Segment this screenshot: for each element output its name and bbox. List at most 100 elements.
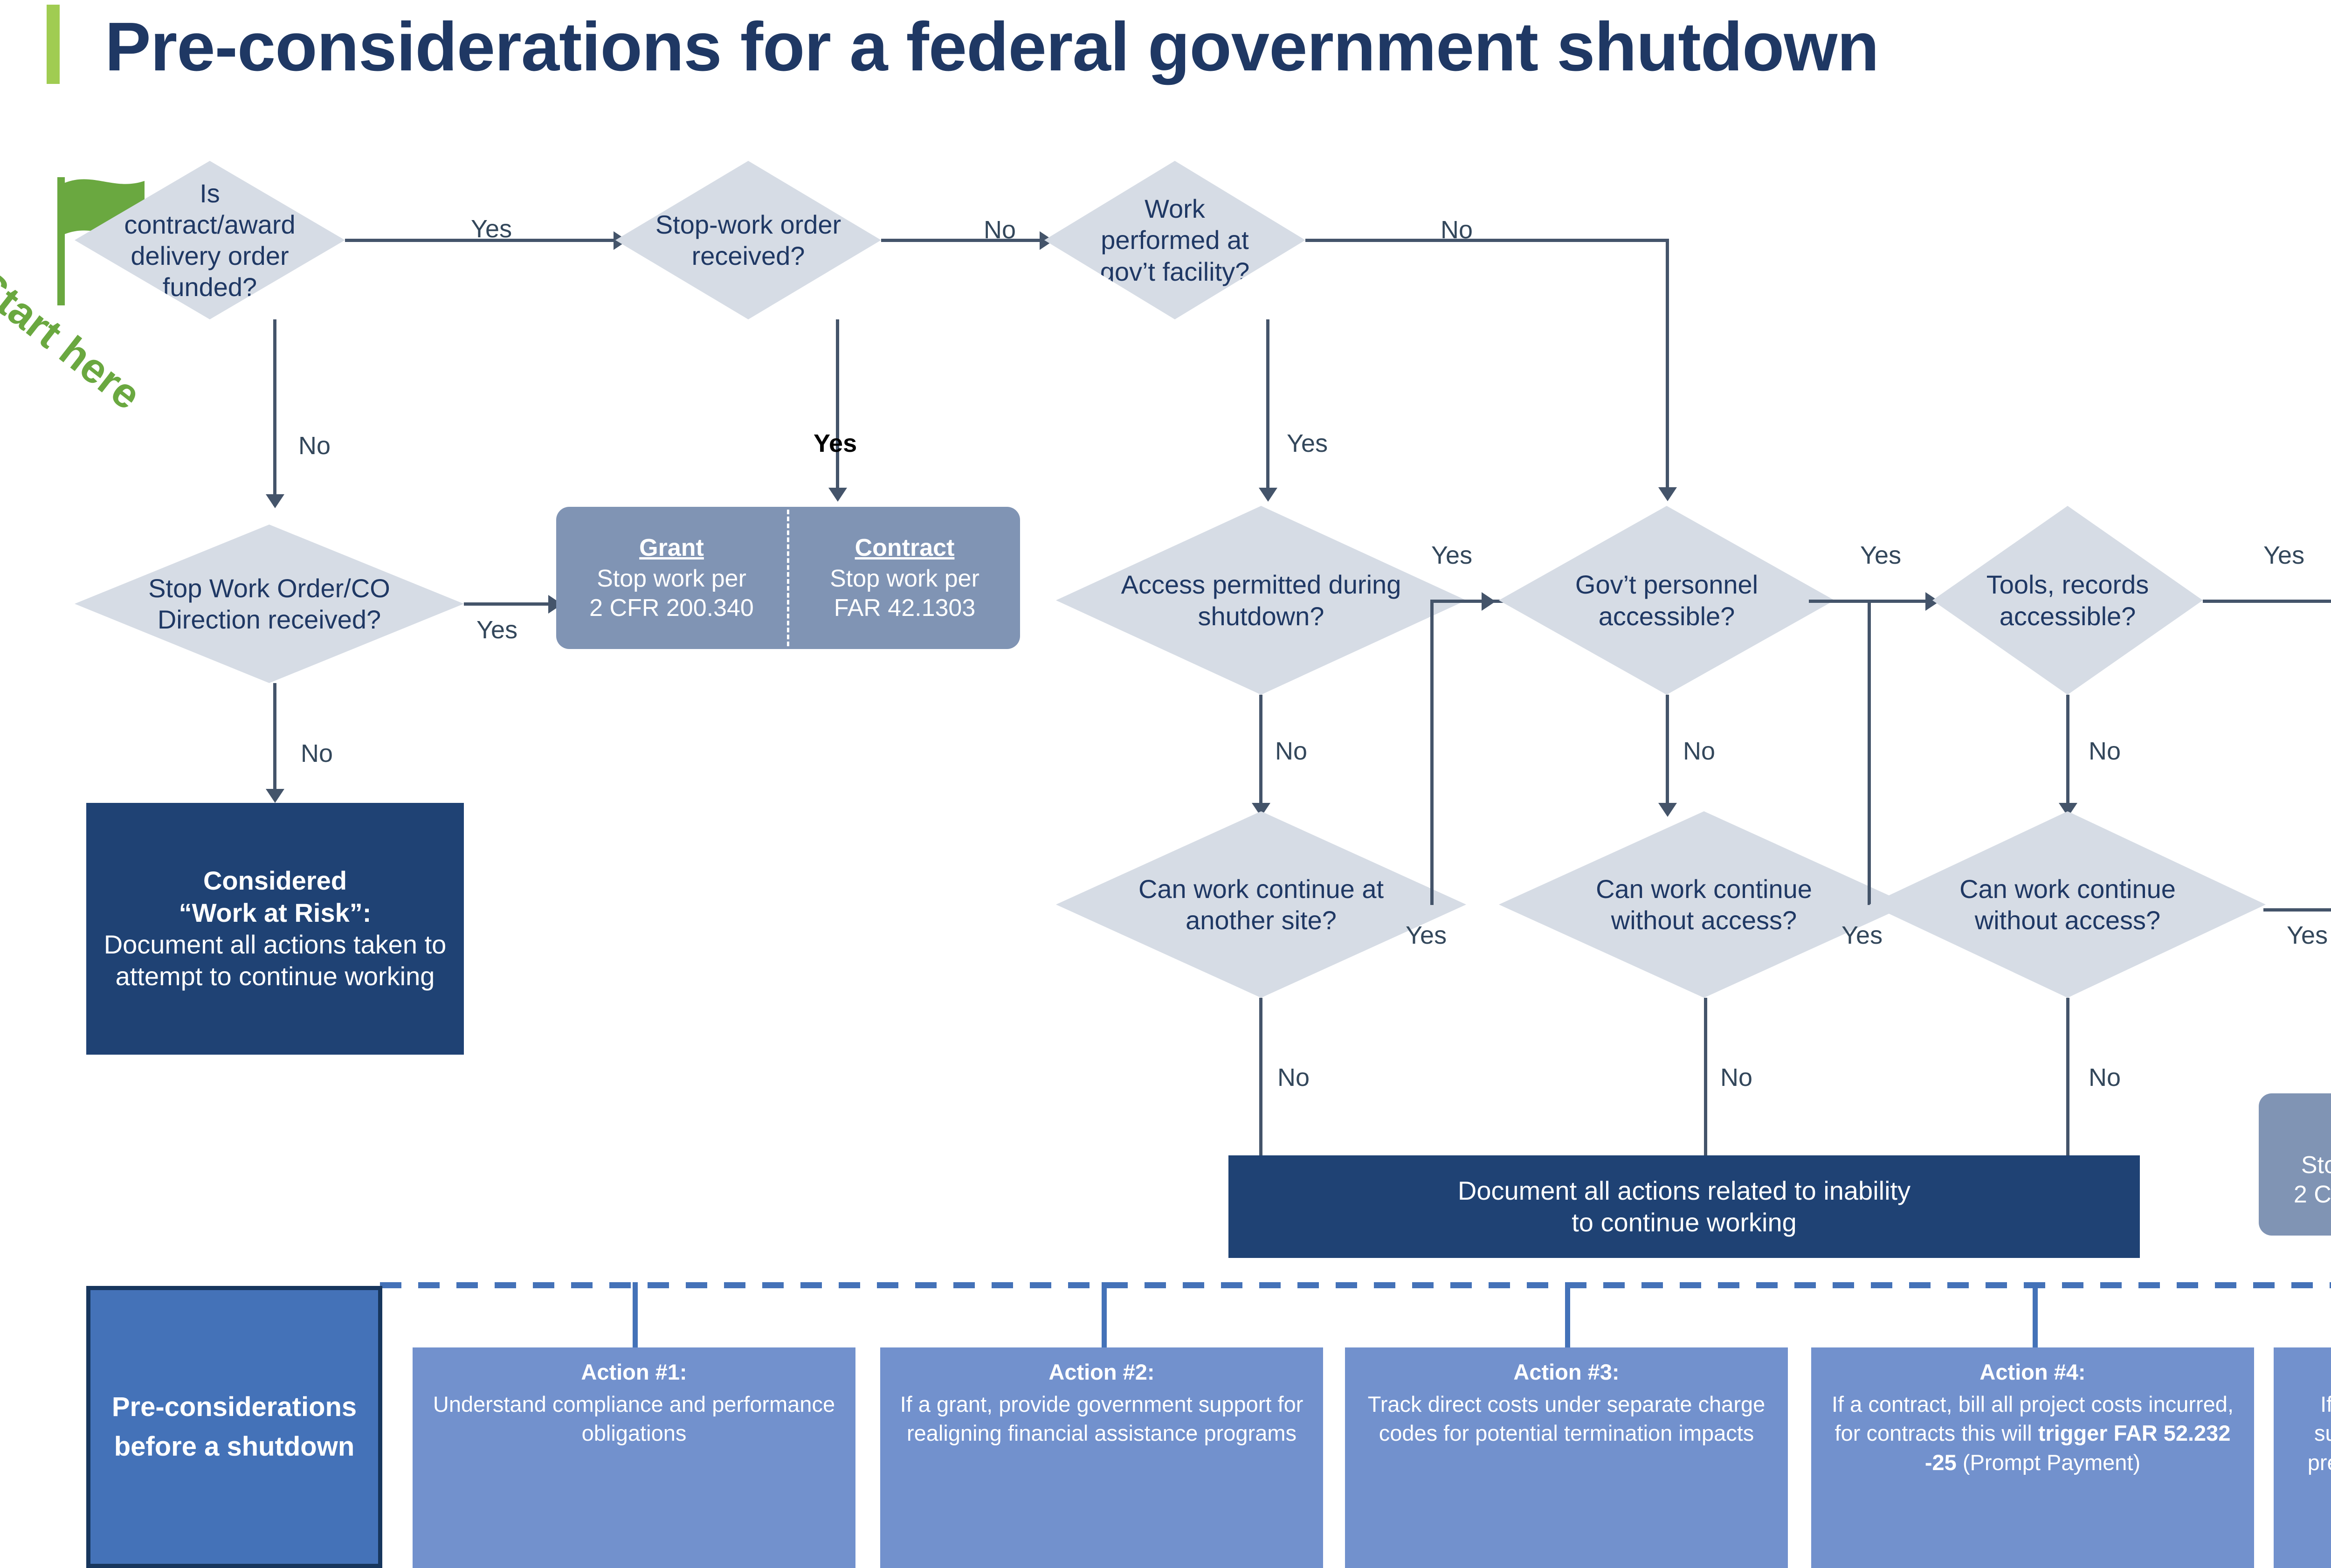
arrowhead-down bbox=[266, 494, 284, 508]
page-title: Pre-considerations for a federal governm… bbox=[105, 8, 1879, 85]
edge-label-no: No bbox=[301, 739, 333, 767]
edge-label-yes: Yes bbox=[476, 616, 518, 644]
arrowhead-down bbox=[1259, 488, 1277, 502]
decision-label: Access permitted during shutdown? bbox=[1121, 570, 1401, 631]
edge-d3-no bbox=[881, 239, 1042, 242]
contract-heading: Contract bbox=[855, 534, 955, 561]
decision-label: Can work continue at another site? bbox=[1138, 874, 1384, 935]
action-heading: Action #4: bbox=[1979, 1360, 2086, 1384]
arrowhead-down bbox=[266, 789, 284, 803]
action-body: Track direct costs under separate charge… bbox=[1367, 1391, 1765, 1446]
grant-contract-box-lower: Grant Stop work per 2 CFR 200.340 Contra… bbox=[2259, 1093, 2331, 1236]
decision-label: Gov’t personnel accessible? bbox=[1575, 570, 1759, 631]
action-box-5: Action #5: If a contract, refer to FAR 4… bbox=[2274, 1347, 2331, 1568]
decision-label: Can work continue without access? bbox=[1959, 874, 2176, 935]
action-heading: Action #3: bbox=[1513, 1360, 1620, 1384]
terminal-document-all-actions: Document all actions related to inabilit… bbox=[1228, 1155, 2140, 1258]
edge-d9-yes-v bbox=[1868, 600, 1871, 905]
edge-label-yes: Yes bbox=[814, 429, 857, 457]
action-box-4: Action #4: If a contract, bill all proje… bbox=[1811, 1347, 2254, 1568]
edge-label-yes: Yes bbox=[2263, 541, 2305, 569]
edge-label-no: No bbox=[1720, 1064, 1753, 1091]
action-body: Understand compliance and performance ob… bbox=[433, 1391, 835, 1446]
document-all-line1: Document all actions related to inabilit… bbox=[1457, 1175, 1911, 1205]
edge-d8-no bbox=[1259, 998, 1262, 1166]
edge-label-no: No bbox=[1277, 1064, 1310, 1091]
dashed-stub-1 bbox=[633, 1282, 638, 1368]
document-all-line2: to continue working bbox=[1572, 1208, 1797, 1237]
title-accent-bar bbox=[47, 5, 60, 84]
edge-d4-yes bbox=[1266, 319, 1269, 499]
action-body: If a grant, provide government support f… bbox=[900, 1391, 1303, 1446]
edge-label-yes: Yes bbox=[1406, 921, 1447, 949]
work-at-risk-line2: “Work at Risk”: bbox=[179, 898, 372, 927]
action-body-pre: If a contract, bill all project costs in… bbox=[1831, 1391, 2234, 1446]
edge-d8-yes-v bbox=[1430, 600, 1434, 905]
edge-label-yes: Yes bbox=[1860, 541, 1902, 569]
edge-label-yes: Yes bbox=[471, 215, 512, 243]
grant-half: Grant Stop work per 2 CFR 200.340 bbox=[556, 507, 787, 649]
arrowhead-down bbox=[1658, 487, 1677, 501]
edge-d6-no bbox=[1666, 695, 1669, 814]
decision-gov-personnel-accessible[interactable]: Gov’t personnel accessible? bbox=[1499, 506, 1834, 695]
action-body: If a contract, refer to FAR 49.104 for s… bbox=[2307, 1391, 2331, 1475]
edge-d1-no bbox=[273, 319, 276, 506]
action-box-3: Action #3: Track direct costs under sepa… bbox=[1345, 1347, 1788, 1568]
edge-d3-yes bbox=[836, 319, 839, 499]
action-box-1: Action #1: Understand compliance and per… bbox=[413, 1347, 855, 1568]
decision-access-permitted[interactable]: Access permitted during shutdown? bbox=[1056, 506, 1466, 695]
edge-d6-yes bbox=[1809, 600, 1939, 603]
edge-label-no: No bbox=[1683, 737, 1716, 765]
grant-contract-divider bbox=[787, 510, 789, 646]
grant-line2: 2 CFR 200.340 bbox=[2293, 1181, 2331, 1208]
edge-label-no: No bbox=[1275, 737, 1308, 765]
decision-tools-records-accessible[interactable]: Tools, records accessible? bbox=[1932, 506, 2203, 695]
edge-d9-yes-h bbox=[1809, 600, 1869, 603]
dashed-stub-3 bbox=[1565, 1282, 1570, 1368]
edge-label-no: No bbox=[298, 432, 331, 460]
decision-continue-without-access-2[interactable]: Can work continue without access? bbox=[1869, 811, 2266, 998]
arrowhead-down bbox=[1658, 803, 1677, 817]
decision-continue-without-access-1[interactable]: Can work continue without access? bbox=[1499, 811, 1909, 998]
action-body-post: (Prompt Payment) bbox=[1956, 1450, 2141, 1475]
pre-considerations-label: Pre-considerations before a shutdown bbox=[111, 1392, 357, 1462]
decision-label: Work performed at gov’t facility? bbox=[1100, 194, 1250, 286]
pre-considerations-box: Pre-considerations before a shutdown bbox=[86, 1286, 382, 1568]
decision-stopwork-order-received[interactable]: Stop-work order received? bbox=[615, 161, 881, 319]
edge-label-yes: Yes bbox=[1841, 921, 1883, 949]
decision-stopwork-co-direction[interactable]: Stop Work Order/CO Direction received? bbox=[75, 525, 464, 683]
contract-line2: FAR 42.1303 bbox=[834, 594, 976, 622]
edge-label-no: No bbox=[2089, 737, 2121, 765]
action-heading: Action #5: bbox=[2283, 1358, 2331, 1387]
decision-label: Stop Work Order/CO Direction received? bbox=[148, 573, 390, 634]
edge-d5-no bbox=[1259, 695, 1262, 814]
action-body-bold: trigger FAR 52.232 -25 bbox=[1924, 1421, 2231, 1475]
grant-heading: Grant bbox=[639, 534, 704, 561]
work-at-risk-line3: Document all actions taken to attempt to… bbox=[103, 930, 447, 991]
grant-contract-box-upper: Grant Stop work per 2 CFR 200.340 Contra… bbox=[556, 507, 1020, 649]
edge-d7-yes-h bbox=[2203, 600, 2331, 603]
decision-label: Can work continue without access? bbox=[1596, 874, 1812, 935]
contract-half: Contract Stop work per FAR 42.1303 bbox=[789, 507, 1020, 649]
edge-label-yes: Yes bbox=[1431, 541, 1473, 569]
action-heading: Action #1: bbox=[581, 1360, 687, 1384]
terminal-work-at-risk: Considered “Work at Risk”: Document all … bbox=[86, 803, 464, 1055]
edge-label-yes: Yes bbox=[1287, 429, 1328, 457]
edge-label-no: No bbox=[984, 216, 1016, 244]
dashed-stub-2 bbox=[1102, 1282, 1107, 1368]
edge-d7-no bbox=[2066, 695, 2069, 814]
action-box-2: Action #2: If a grant, provide governmen… bbox=[880, 1347, 1323, 1568]
decision-continue-another-site[interactable]: Can work continue at another site? bbox=[1056, 811, 1466, 998]
decision-work-at-gov-facility[interactable]: Work performed at gov’t facility? bbox=[1044, 161, 1305, 319]
grant-line1: Stop work per bbox=[2301, 1152, 2331, 1179]
action-heading: Action #2: bbox=[1048, 1360, 1155, 1384]
edge-label-no: No bbox=[2089, 1064, 2121, 1091]
edge-d10-yes-h bbox=[2263, 908, 2331, 912]
arrowhead-right bbox=[1482, 592, 1496, 611]
edge-d10-no bbox=[2066, 998, 2069, 1166]
contract-line1: Stop work per bbox=[830, 565, 979, 593]
decision-label: Stop-work order received? bbox=[655, 209, 841, 270]
edge-label-yes: Yes bbox=[2287, 921, 2328, 949]
edge-d4-no-h bbox=[1305, 239, 1669, 242]
edge-d1-yes bbox=[345, 239, 615, 242]
